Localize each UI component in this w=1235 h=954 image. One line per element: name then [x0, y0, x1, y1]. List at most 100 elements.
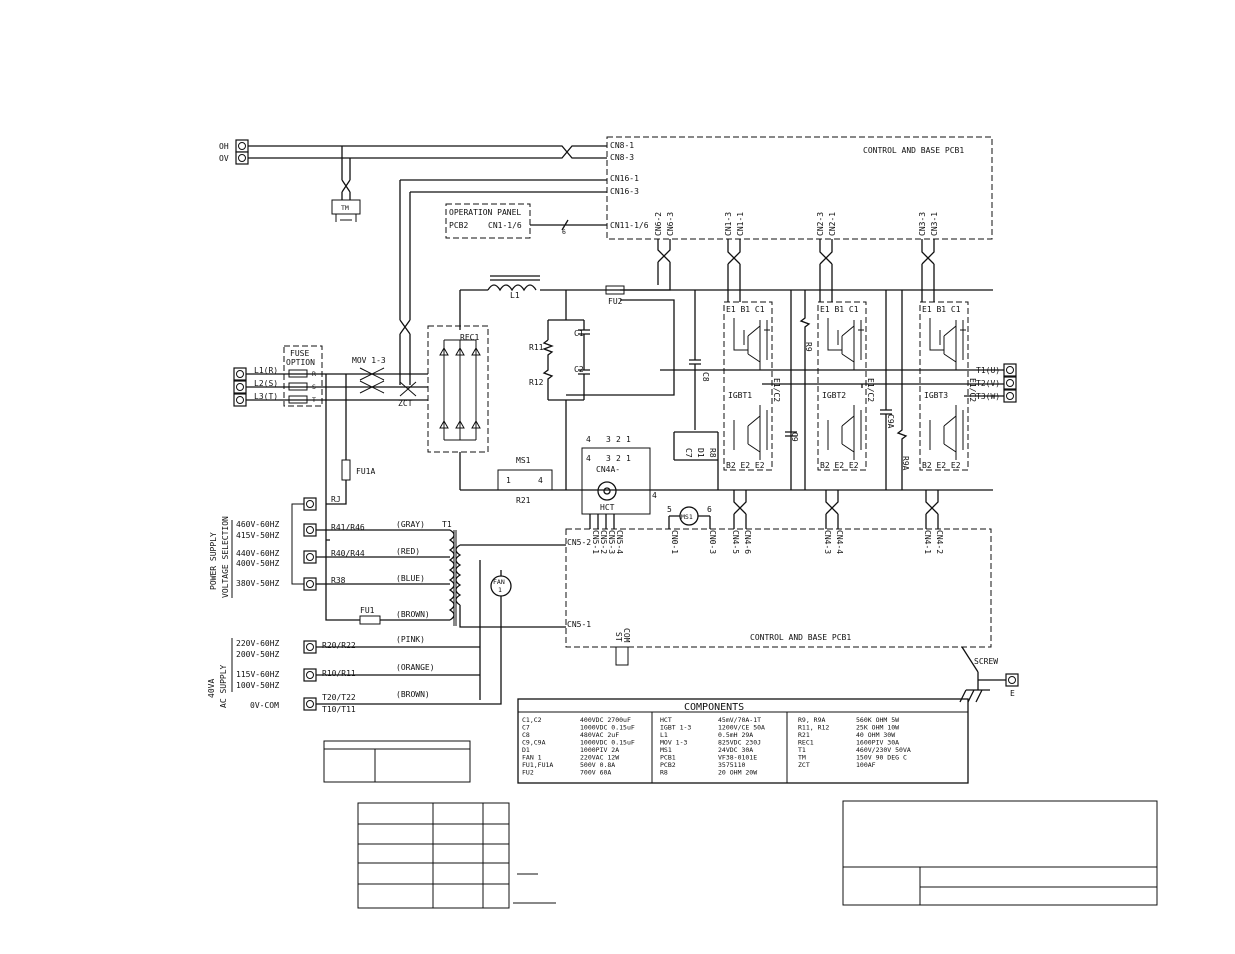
wire-pink: (PINK) — [396, 635, 425, 644]
earth-label: E — [1010, 689, 1015, 698]
igbt-name: IGBT1 — [728, 391, 752, 400]
input-terminal-block — [233, 367, 247, 407]
r21-label: R21 — [516, 496, 531, 505]
ps-terminals — [303, 497, 317, 591]
st-com-contact — [615, 646, 629, 666]
cn5-1-label: CN5-1 — [591, 530, 600, 554]
r38-label: R38 — [331, 576, 346, 585]
component-ref: R21 — [798, 731, 810, 739]
component-value: 1000PIV 2A — [580, 746, 619, 754]
c9-label: C9 — [790, 432, 799, 442]
cn4a-inner-2: 2 — [616, 454, 621, 463]
component-ref: C7 — [522, 724, 530, 732]
output-terminal-block — [1003, 363, 1017, 403]
lower-connector-labels: CN4-5 CN4-6 CN4-3 CN4-4 CN4-1 CN4-2 CN5-… — [591, 530, 944, 554]
component-value: 40 OHM 30W — [856, 731, 895, 739]
component-value: 1000VDC 0.15uF — [580, 724, 635, 732]
component-ref: PCB2 — [660, 761, 676, 769]
component-ref: REC1 — [798, 739, 814, 747]
c9a-label: C9A — [886, 414, 895, 429]
rec1-label: REC1 — [460, 333, 479, 342]
cn4-1-label: CN4-1 — [923, 530, 932, 554]
cn4a-inner-3: 3 — [606, 454, 611, 463]
t10-label: T10/T11 — [322, 705, 356, 714]
component-value: 20 OHM 20W — [718, 769, 757, 777]
r9-label: R9 — [804, 342, 813, 352]
fu2-label: FU2 — [608, 297, 623, 306]
ps-volt-4: 400V-50HZ — [236, 559, 280, 568]
ms1-coil-label: MS1 — [681, 513, 693, 521]
cn2-1-label: CN2-1 — [828, 212, 837, 236]
cn4-3-label: CN4-3 — [823, 530, 832, 554]
component-value: 480VAC 2uF — [580, 731, 619, 739]
component-ref: FU2 — [522, 769, 534, 777]
ms1-pin4: 4 — [538, 476, 543, 485]
cn4a-pin-4: 4 — [586, 435, 591, 444]
component-value: 220VAC 12W — [580, 754, 619, 762]
c7-label: C7 — [684, 448, 693, 458]
components-table — [517, 698, 969, 784]
fuse-fu1 — [359, 615, 381, 625]
r11-label: R11 — [529, 343, 544, 352]
igbt-top-pins: E1 B1 C1 — [726, 305, 765, 314]
ac-title-1: 40VA — [207, 679, 216, 698]
component-value: VF38-0101E — [718, 754, 757, 762]
igbt-lower-switch — [827, 405, 862, 460]
cn4-4-label: CN4-4 — [835, 530, 844, 554]
fuse-option-label-1: FUSE — [290, 349, 309, 358]
component-value: 150V 90 DEG C — [856, 754, 907, 762]
component-ref: C1,C2 — [522, 716, 542, 724]
igbt-top-pins: E1 B1 C1 — [820, 305, 859, 314]
component-value: 1600PIV 30A — [856, 739, 899, 747]
cn4a-pin-1: 1 — [626, 435, 631, 444]
fuse-fu2 — [605, 285, 625, 295]
terminal-ov — [235, 151, 249, 165]
ps-title-1: POWER SUPPLY — [209, 532, 218, 590]
component-ref: L1 — [660, 731, 668, 739]
r12-label: R12 — [529, 378, 544, 387]
title-block — [842, 800, 1158, 906]
inductor-label: L1 — [510, 291, 520, 300]
rectifier-rec1 — [427, 325, 489, 453]
ac-volt-2: 200V-50HZ — [236, 650, 280, 659]
component-value: 45mV/70A-1T — [718, 716, 761, 724]
component-value: 500V 0.8A — [580, 761, 615, 769]
component-ref: HCT — [660, 716, 672, 724]
ms1-coil-pin5: 5 — [667, 505, 672, 514]
cn4-5-label: CN4-5 — [731, 530, 740, 554]
component-value: 560K OHM 5W — [856, 716, 899, 724]
ac-volt-1: 220V-60HZ — [236, 639, 280, 648]
thermostat-label: TM — [341, 204, 349, 212]
cn1-1-label: CN1-1 — [736, 212, 745, 236]
cn5-2-label: CN5-2 — [599, 530, 608, 554]
fuse-option-label-2: OPTION — [286, 358, 315, 367]
ms1-coil-pin6: 6 — [707, 505, 712, 514]
component-value: 825VDC 230J — [718, 739, 761, 747]
component-value: 3575110 — [718, 761, 745, 769]
c2-label: C2 — [574, 365, 584, 374]
wire-brown-2: (BROWN) — [396, 690, 430, 699]
st-label: ST — [614, 632, 623, 642]
ac-volt-4: 100V-50HZ — [236, 681, 280, 690]
component-ref: TM — [798, 754, 806, 762]
cn6-3-label: CN6-3 — [666, 212, 675, 236]
component-ref: FAN 1 — [522, 754, 542, 762]
igbt-side-label: E1/C2 — [968, 378, 977, 402]
r10-label: R10/R11 — [322, 669, 356, 678]
operation-panel-pcb: PCB2 — [449, 221, 468, 230]
component-ref: D1 — [522, 746, 530, 754]
igbt-name: IGBT3 — [924, 391, 948, 400]
component-ref: T1 — [798, 746, 806, 754]
t1-label: T1 — [442, 520, 452, 529]
component-value: 460V/230V 50VA — [856, 746, 911, 754]
r41-label: R41/R46 — [331, 523, 365, 532]
fan-label: FAN — [493, 578, 505, 586]
component-value: 700V 60A — [580, 769, 611, 777]
r8-label: R8 — [708, 448, 717, 458]
r40-label: R40/R44 — [331, 549, 365, 558]
ac-title-2: AC SUPPLY — [219, 664, 228, 708]
component-value: 0.5mH 29A — [718, 731, 753, 739]
ps-volt-5: 380V-50HZ — [236, 579, 280, 588]
